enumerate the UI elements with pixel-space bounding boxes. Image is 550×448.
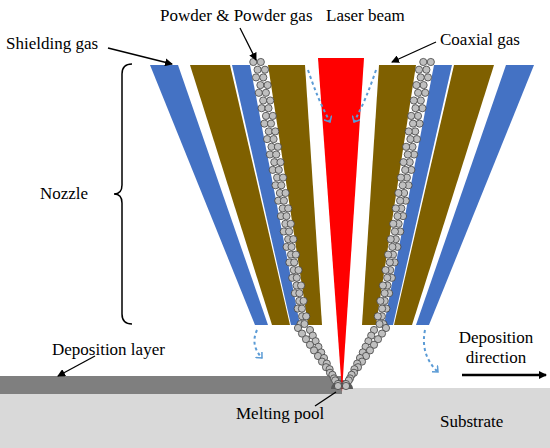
part-label: Shielding gas	[6, 34, 98, 54]
part-label: Nozzle	[40, 184, 88, 204]
nozzle-bracket	[114, 64, 132, 324]
part-label: Coaxial gas	[440, 30, 520, 50]
part-label: Deposition layer	[52, 340, 165, 360]
part-label: Deposition direction	[446, 328, 546, 367]
part-label: Laser beam	[326, 6, 405, 26]
node-text: Substrate	[440, 412, 503, 432]
substrate-band: Substrate	[0, 388, 550, 448]
substrate-plate	[0, 388, 550, 448]
part-label: Melting pool	[236, 404, 324, 424]
deposition-layer	[0, 376, 342, 394]
powder-particles	[250, 58, 435, 389]
nozzle-wall	[150, 65, 322, 325]
laser-beam	[318, 58, 364, 392]
part-label: Powder & Powder gas	[160, 6, 313, 26]
